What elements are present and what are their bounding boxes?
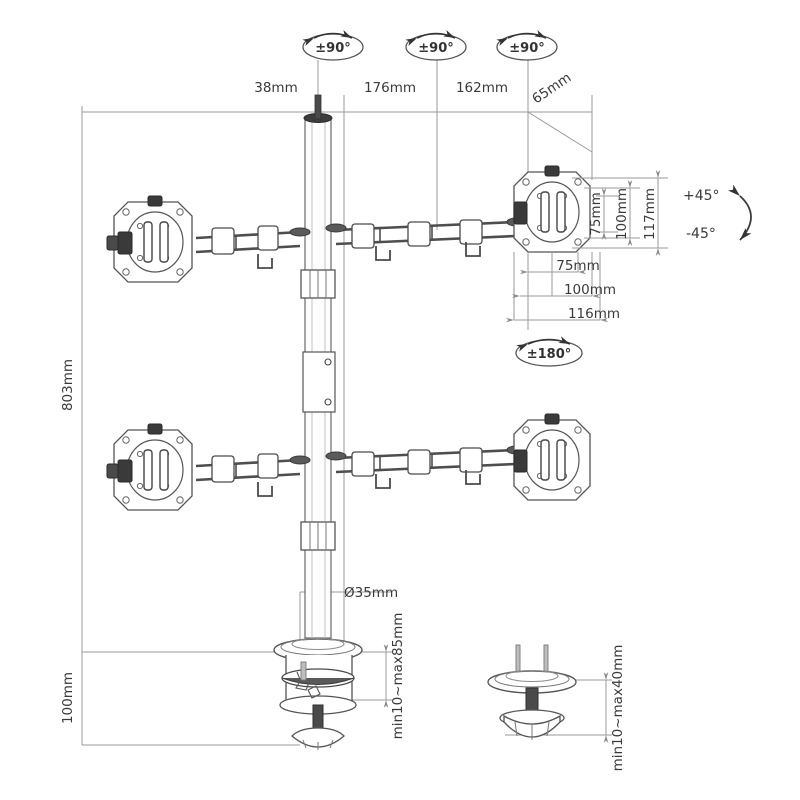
dimension-ticks [81, 106, 593, 120]
rotation-badge-base: ±180° [515, 336, 583, 367]
rotation-arrow-icon [516, 336, 571, 352]
vesa-head-lower-left [106, 423, 193, 511]
dim-vesa-117mm-v: 117mm [642, 188, 658, 240]
tilt-knuckle [147, 423, 163, 435]
rotation-arrow-icon [405, 30, 456, 46]
rotation-arrow-icon [302, 30, 353, 46]
tilt-down-label: -45° [686, 226, 716, 242]
tilt-arc-arrow-icon [728, 184, 752, 241]
cable-clip-icon [257, 254, 273, 269]
cable-clip-icon [465, 242, 481, 257]
dim-38mm: 38mm [254, 80, 297, 96]
dim-vesa-100mm-v: 100mm [614, 188, 630, 240]
pole-top-stud [314, 94, 322, 120]
lower-arm-assembly [195, 445, 526, 497]
grommet-mount-assembly [487, 644, 577, 740]
dim-vesa-116mm-h: 116mm [568, 306, 620, 322]
dim-grommet-range: min10~max40mm [610, 645, 626, 772]
svg-text:±90°: ±90° [509, 41, 544, 56]
dim-176mm: 176mm [364, 80, 416, 96]
rotation-arrow-icon [496, 30, 547, 46]
svg-text:±90°: ±90° [315, 41, 350, 56]
dim-162mm: 162mm [456, 80, 508, 96]
tilt-knuckle [147, 195, 163, 207]
rotation-badge-left: ±90° [302, 30, 364, 61]
dim-803mm: 803mm [60, 359, 76, 411]
vesa-head-upper-left [106, 195, 193, 283]
vesa-head-upper-right [513, 165, 591, 253]
tilt-knuckle [544, 165, 560, 177]
dim-100mm-base: 100mm [60, 672, 76, 724]
dim-vesa-75mm-h: 75mm [556, 258, 599, 274]
clamp-face-detail [295, 671, 321, 699]
dim-vesa-75mm-v: 75mm [588, 192, 604, 235]
cable-clip-icon [375, 474, 391, 489]
upper-arm-assembly [195, 217, 526, 269]
rotation-badge-middle: ±90° [405, 30, 467, 61]
vesa-dimension-block [506, 170, 668, 330]
svg-text:±180°: ±180° [527, 347, 572, 362]
tilt-knuckle [544, 413, 560, 425]
dim-65mm-leader [527, 111, 593, 153]
dim-pole-diameter: Ø35mm [344, 585, 398, 601]
vesa-head-lower-right [513, 413, 591, 501]
tilt-up-label: +45° [683, 188, 720, 204]
desk-clamp-assembly [273, 638, 363, 750]
center-pole-assembly [300, 94, 336, 639]
cable-clip-icon [257, 482, 273, 497]
svg-text:±90°: ±90° [418, 41, 453, 56]
cable-clip-icon [375, 246, 391, 261]
pole-collar-upper [300, 269, 336, 299]
pole-collar-lower [300, 521, 336, 551]
rotation-badge-right: ±90° [496, 30, 558, 61]
dim-vesa-100mm-h: 100mm [564, 282, 616, 298]
pole-joint-plate [302, 351, 336, 413]
tilt-indicator: +45° -45° [683, 184, 752, 242]
dim-clamp-range: min10~max85mm [390, 613, 406, 740]
cable-clip-icon [465, 470, 481, 485]
